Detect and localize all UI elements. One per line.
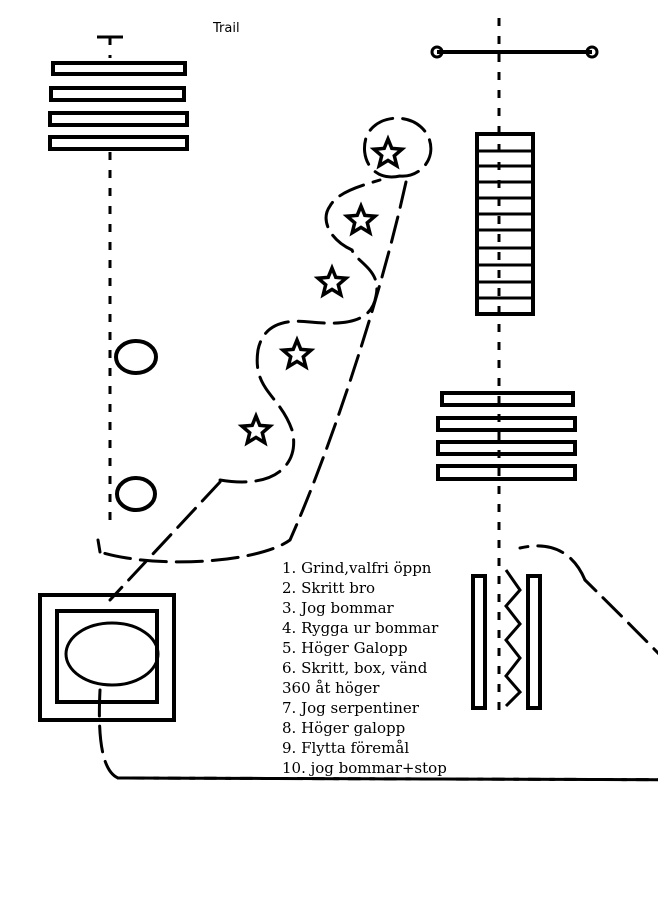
cone-upper <box>114 339 158 375</box>
gate <box>430 45 599 59</box>
star-icon <box>342 201 380 237</box>
star-icon <box>313 263 351 299</box>
jog-poles-right <box>436 391 577 481</box>
cone-lower <box>115 476 157 512</box>
object-oval <box>64 621 160 687</box>
step-item: 360 åt höger <box>282 679 380 697</box>
step-item: 8. Höger galopp <box>282 719 405 737</box>
star-icon <box>278 335 316 371</box>
box <box>38 593 176 722</box>
step-list: 1. Grind,valfri öppn 2. Skritt bro 3. Jo… <box>282 559 447 777</box>
step-item: 6. Skritt, box, vänd <box>282 659 428 677</box>
serpentine-stars <box>237 134 407 447</box>
jog-poles-top-left <box>48 61 189 151</box>
start-marker <box>97 35 123 58</box>
step-item: 1. Grind,valfri öppn <box>282 559 432 577</box>
step-item: 2. Skritt bro <box>282 579 375 597</box>
step-item: 7. Jog serpentiner <box>282 699 420 717</box>
step-item: 4. Rygga ur bommar <box>282 619 439 637</box>
back-up-rails <box>471 569 542 710</box>
step-item: 3. Jog bommar <box>282 599 395 617</box>
step-item: 9. Flytta föremål <box>282 739 409 757</box>
star-icon <box>369 134 407 170</box>
diagram-title: Trail <box>212 21 240 36</box>
star-icon <box>237 411 275 447</box>
step-item: 10. jog bommar+stop <box>282 759 447 777</box>
step-item: 5. Höger Galopp <box>282 639 408 657</box>
course-route <box>96 116 658 782</box>
bridge <box>475 132 535 316</box>
